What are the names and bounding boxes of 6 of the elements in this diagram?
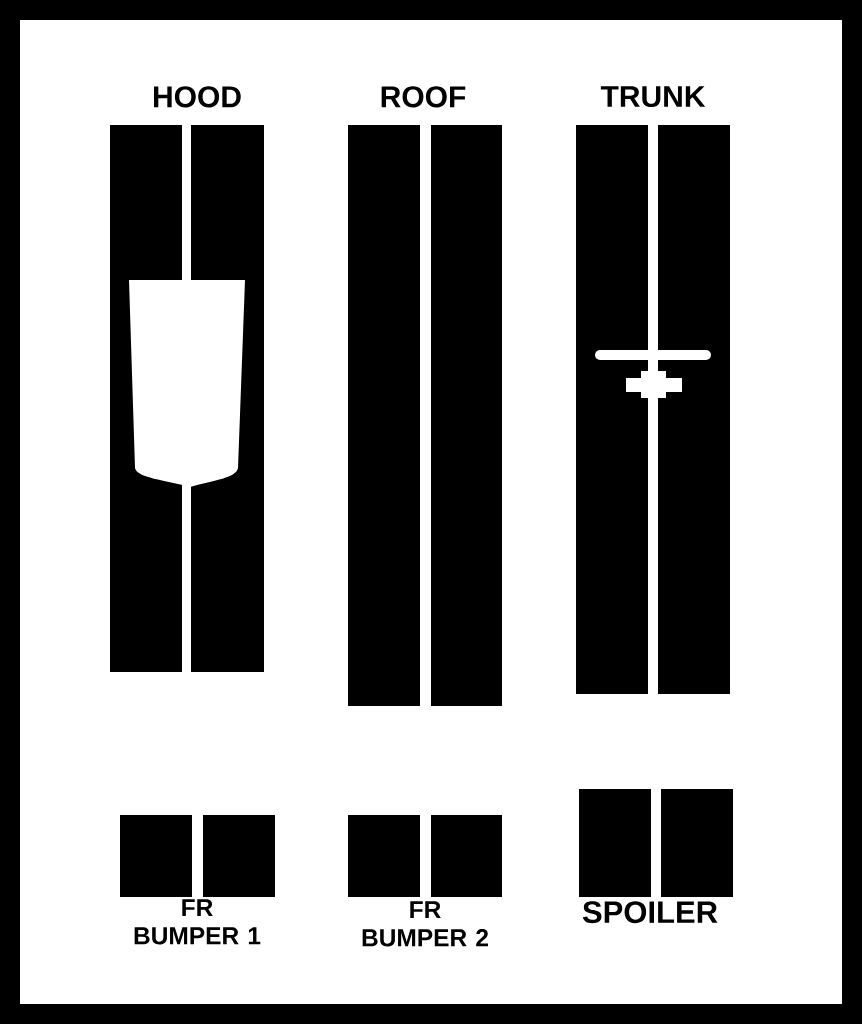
panel-label: SPOILER: [582, 901, 718, 924]
panel-label: TRUNK: [600, 86, 706, 108]
panel-label: FR BUMPER 2: [362, 901, 488, 947]
panel-label: ROOF: [381, 86, 466, 108]
panel-label: HOOD: [154, 86, 241, 108]
panel-label: FR BUMPER 1: [134, 899, 261, 945]
